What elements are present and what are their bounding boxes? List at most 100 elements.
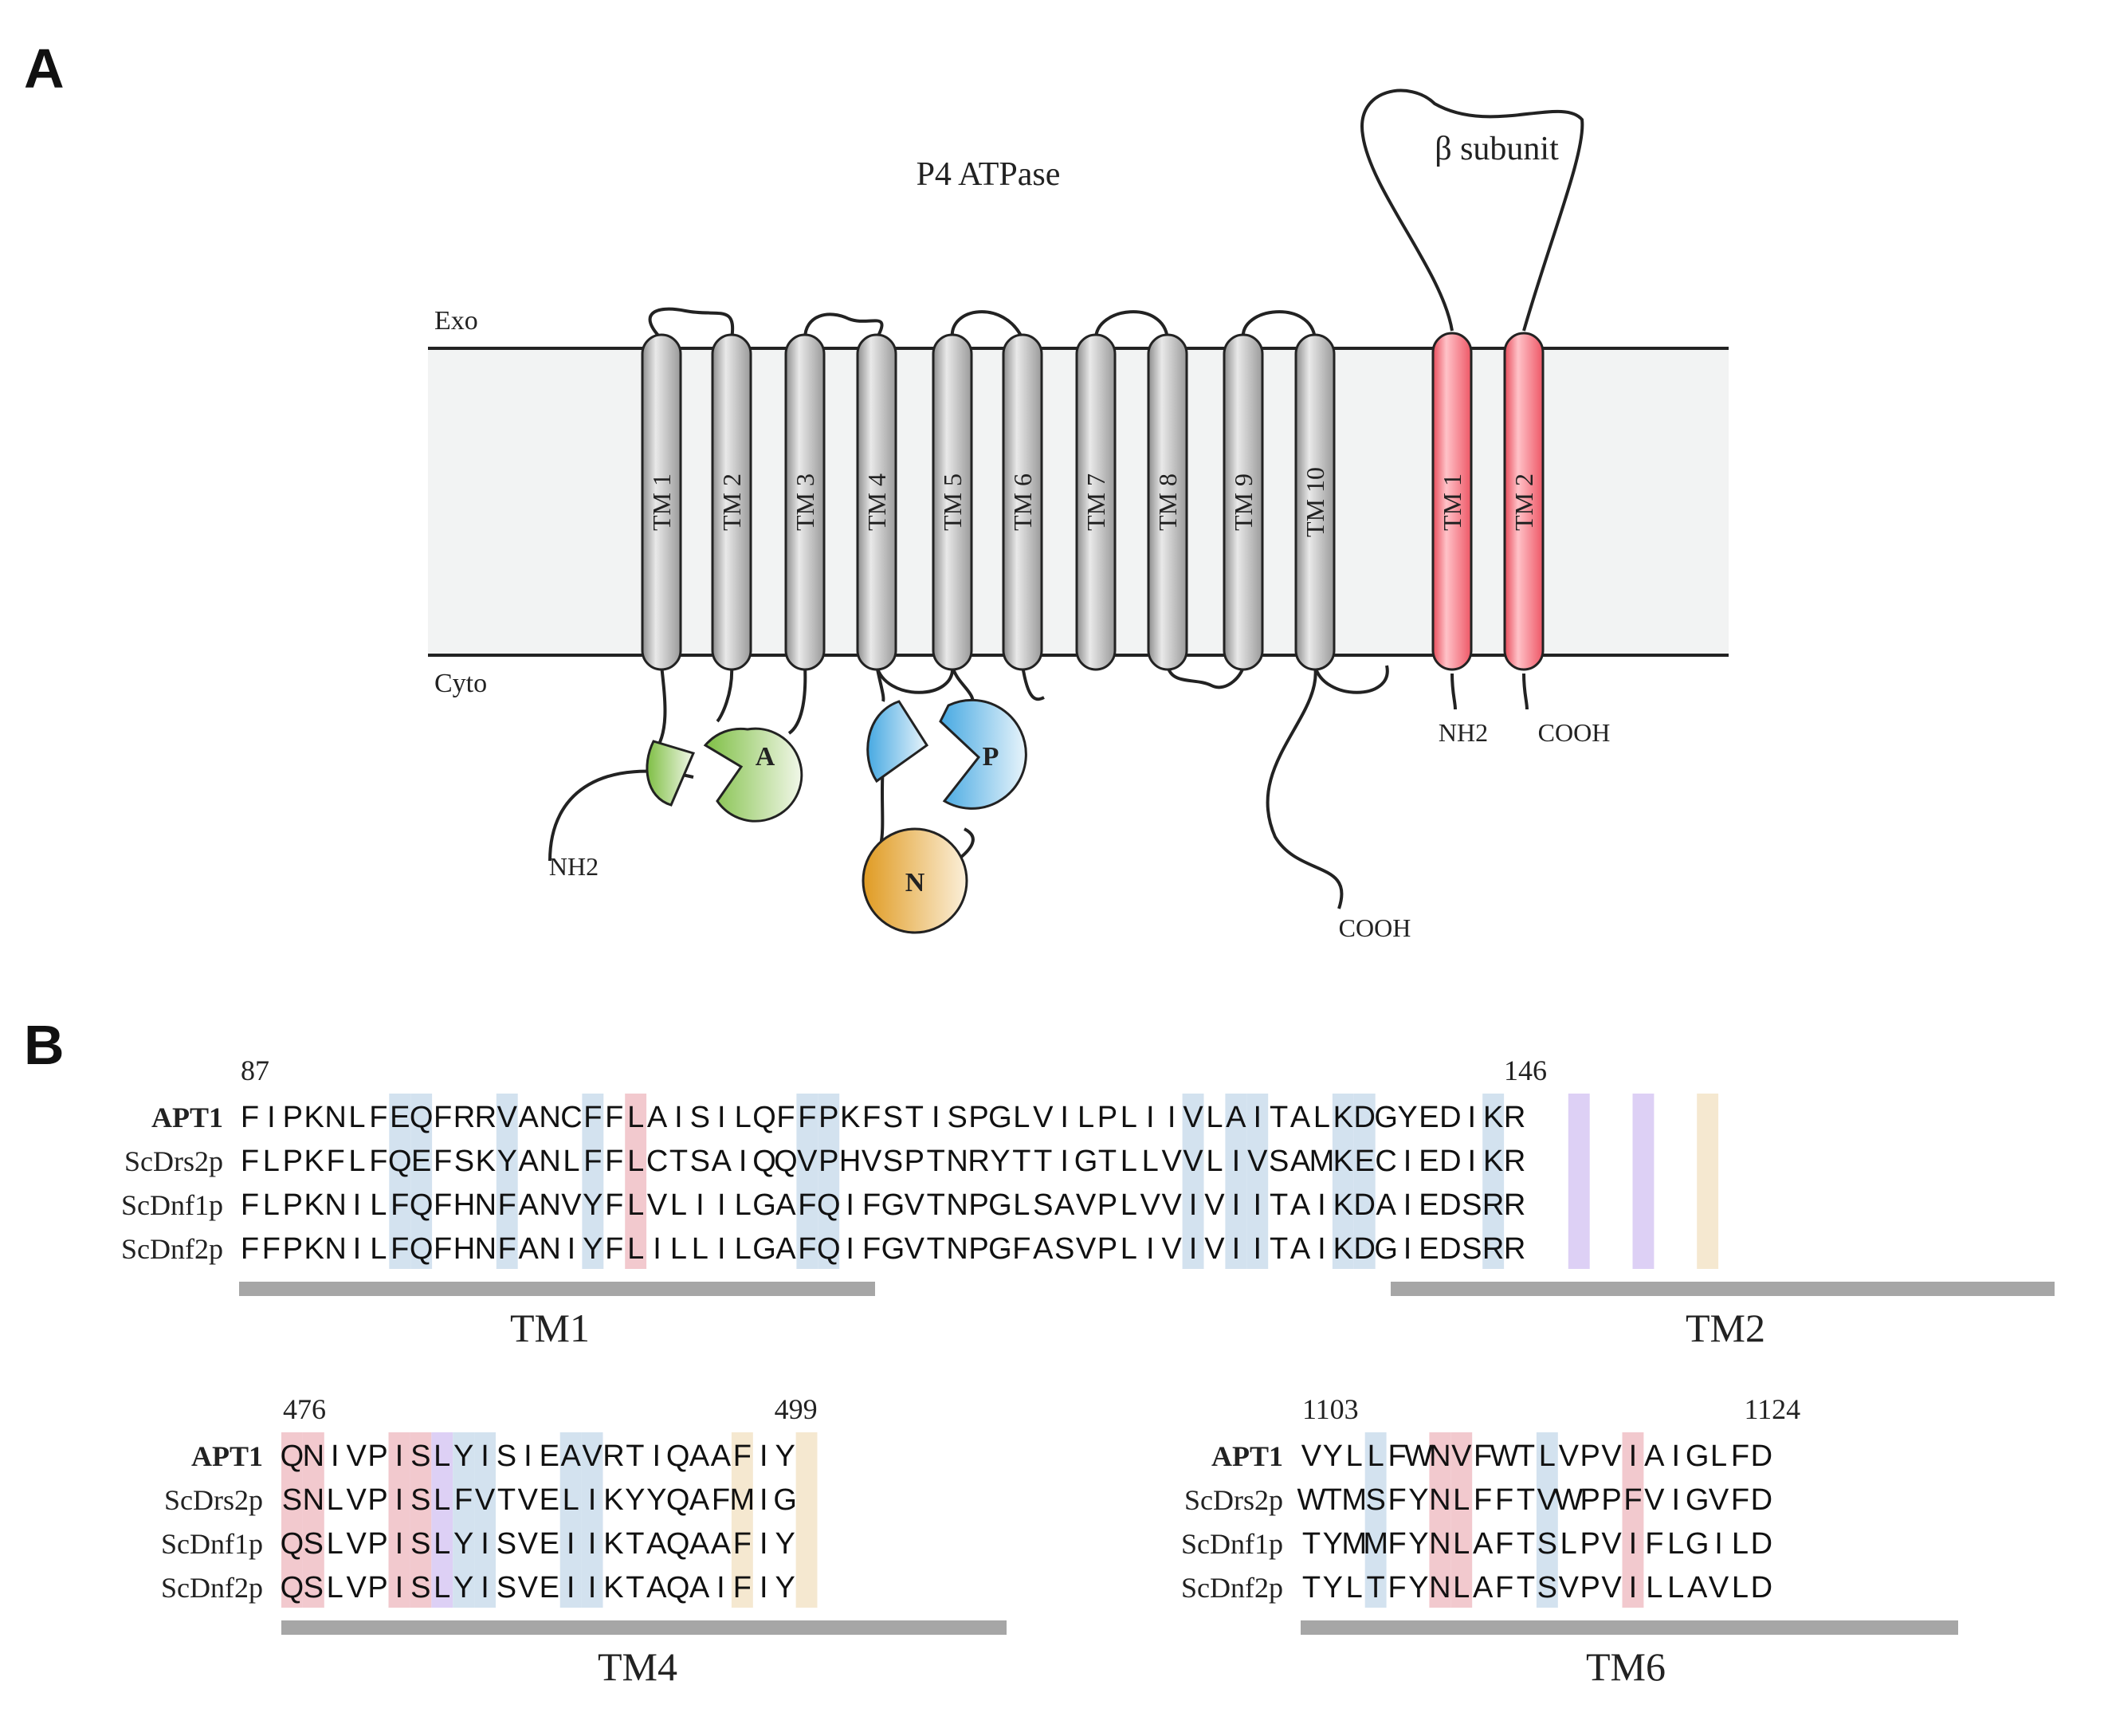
residue: I — [1671, 1439, 1680, 1473]
residue: V — [1601, 1571, 1622, 1604]
residue: F — [1388, 1527, 1406, 1561]
helix-tm-5: TM 5 — [932, 333, 973, 671]
residue: F — [1474, 1483, 1492, 1517]
residue: I — [1403, 1232, 1412, 1266]
residue: L — [670, 1232, 687, 1266]
atpase-title: P4 ATPase — [917, 156, 1061, 193]
residue: F — [605, 1101, 623, 1134]
residue: K — [1333, 1101, 1353, 1134]
residue: A — [1290, 1101, 1311, 1134]
residue: V — [1601, 1527, 1622, 1561]
residue: S — [1462, 1188, 1482, 1222]
residue: M — [1309, 1145, 1335, 1178]
residue: I — [696, 1188, 705, 1222]
residue: M — [1363, 1527, 1388, 1561]
residue: A — [712, 1145, 732, 1178]
residue: I — [1714, 1527, 1723, 1561]
residue: I — [1189, 1188, 1198, 1222]
residue: Q — [817, 1188, 841, 1222]
residue: G — [1686, 1483, 1710, 1517]
residue: S — [690, 1101, 710, 1134]
residue: L — [1142, 1145, 1159, 1178]
residue: I — [846, 1188, 854, 1222]
helix-loops — [548, 88, 1584, 909]
residue: A — [1644, 1439, 1665, 1473]
residue: Y — [453, 1439, 473, 1473]
a-domain — [703, 727, 803, 823]
residue: D — [1751, 1571, 1772, 1604]
residue: Q — [410, 1101, 434, 1134]
residue: I — [846, 1232, 854, 1266]
residue: S — [410, 1483, 430, 1517]
residue: Y — [453, 1571, 473, 1604]
residue: L — [1732, 1527, 1749, 1561]
helix-tm-1-label: TM 1 — [647, 473, 676, 531]
residue: Q — [410, 1232, 434, 1266]
residue: V — [518, 1571, 539, 1604]
residue: A — [518, 1145, 539, 1178]
residue: A — [518, 1232, 539, 1266]
residue: P — [367, 1483, 387, 1517]
residue: L — [348, 1145, 365, 1178]
conserved-column-highlight — [731, 1432, 753, 1608]
residue: L — [563, 1145, 579, 1178]
residue: T — [626, 1571, 644, 1604]
residue: G — [752, 1232, 776, 1266]
alignment-end-position: 1124 — [1744, 1393, 1800, 1425]
residue: E — [1419, 1145, 1439, 1178]
tm-segment-label: TM6 — [1586, 1644, 1666, 1689]
residue: L — [627, 1101, 644, 1134]
residue: S — [1537, 1571, 1557, 1604]
residue: V — [561, 1188, 582, 1222]
residue: P — [1580, 1571, 1600, 1604]
residue: K — [1483, 1101, 1503, 1134]
residue: A — [689, 1527, 710, 1561]
residue: L — [327, 1527, 343, 1561]
residue: V — [1709, 1483, 1729, 1517]
residue: F — [262, 1232, 281, 1266]
residue: E — [540, 1571, 559, 1604]
residue: I — [395, 1527, 404, 1561]
residue: F — [1495, 1527, 1513, 1561]
residue: N — [1429, 1483, 1450, 1517]
residue: L — [263, 1188, 280, 1222]
residue: Y — [1323, 1527, 1343, 1561]
residue: I — [760, 1439, 768, 1473]
residue: N — [539, 1101, 560, 1134]
nh2-terminus-label: NH2 — [549, 852, 599, 881]
residue: P — [283, 1145, 303, 1178]
residue: K — [304, 1101, 324, 1134]
residue: A — [1226, 1101, 1246, 1134]
residue: V — [1301, 1439, 1322, 1473]
residue: F — [605, 1145, 623, 1178]
n-domain-fragment — [866, 700, 929, 784]
residue: A — [1054, 1188, 1075, 1222]
residue: S — [1033, 1188, 1053, 1222]
residue: Q — [666, 1571, 690, 1604]
residue: N — [946, 1232, 968, 1266]
residue: V — [1601, 1439, 1622, 1473]
residue: K — [603, 1571, 623, 1604]
residue: K — [603, 1527, 623, 1561]
residue: V — [862, 1145, 882, 1178]
residue: T — [1270, 1101, 1288, 1134]
conserved-column-highlight — [625, 1094, 647, 1269]
conserved-column-highlight — [302, 1432, 324, 1608]
residue: F — [1474, 1439, 1492, 1473]
residue: F — [583, 1101, 602, 1134]
residue: K — [840, 1101, 860, 1134]
residue: F — [1388, 1571, 1406, 1604]
a-domain-fragment — [646, 740, 696, 807]
residue: I — [1060, 1145, 1069, 1178]
residue: L — [1121, 1232, 1137, 1266]
residue: G — [752, 1188, 776, 1222]
residue: N — [539, 1232, 560, 1266]
residue: I — [1467, 1145, 1476, 1178]
residue: E — [540, 1527, 559, 1561]
residue: V — [1033, 1101, 1054, 1134]
residue: Q — [817, 1232, 841, 1266]
